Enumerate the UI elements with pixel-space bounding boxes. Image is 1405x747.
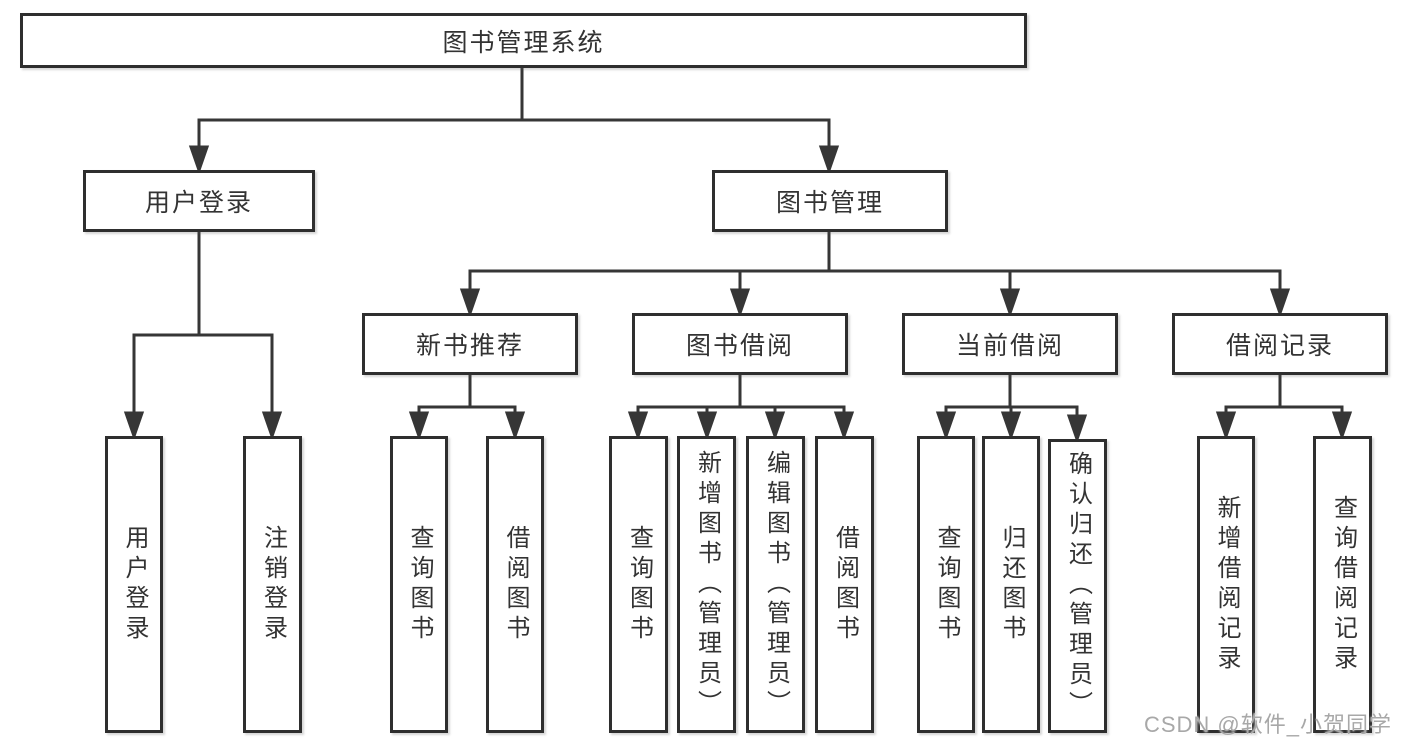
arrowhead-icon (729, 288, 751, 318)
arrowhead-icon (504, 411, 526, 441)
node-book-borrow: 图书借阅 (632, 313, 848, 375)
arrowhead-icon (935, 411, 957, 441)
connector-borrow-records-to-leaves (1215, 375, 1353, 441)
arrowhead-icon (1000, 411, 1022, 441)
node-user-login: 用户登录 (83, 170, 315, 232)
node-current-borrow: 当前借阅 (902, 313, 1118, 375)
arrowhead-icon (1269, 288, 1291, 318)
connector-book-borrow-to-leaves (627, 375, 855, 441)
node-borrow-records: 借阅记录 (1172, 313, 1388, 375)
arrowhead-icon (408, 411, 430, 441)
leaf-confirm-return-admin: 确认归还（管理员） (1048, 439, 1107, 733)
node-library-system: 图书管理系统 (20, 13, 1027, 68)
connector-user-login-to-leaves (123, 232, 283, 441)
arrowhead-icon (999, 288, 1021, 318)
arrowhead-icon (123, 411, 145, 441)
node-book-management: 图书管理 (712, 170, 948, 232)
arrowhead-icon (188, 145, 210, 175)
leaf-query-books-recommend: 查询图书 (390, 436, 448, 733)
leaf-query-books-current: 查询图书 (917, 436, 975, 733)
leaf-query-books-borrow: 查询图书 (609, 436, 668, 733)
arrowhead-icon (696, 411, 718, 441)
connector-new-book-recommend-to-leaves (408, 375, 526, 441)
csdn-watermark: CSDN @软件_小贺同学 (1143, 712, 1392, 737)
arrowhead-icon (1331, 411, 1353, 441)
node-new-book-recommend: 新书推荐 (362, 313, 578, 375)
leaf-borrow-books-recommend: 借阅图书 (486, 436, 544, 733)
arrowhead-icon (1215, 411, 1237, 441)
connector-current-borrow-to-leaves (935, 375, 1088, 444)
arrowhead-icon (833, 411, 855, 441)
arrowhead-icon (1066, 414, 1088, 444)
connector-root-to-level2 (188, 66, 840, 175)
arrowhead-icon (818, 145, 840, 175)
leaf-borrow-books-borrow: 借阅图书 (815, 436, 874, 733)
arrowhead-icon (261, 411, 283, 441)
arrowhead-icon (627, 411, 649, 441)
arrowhead-icon (459, 288, 481, 318)
leaf-add-borrow-record: 新增借阅记录 (1197, 436, 1255, 733)
leaf-return-books: 归还图书 (982, 436, 1040, 733)
connector-book-management-to-level3 (459, 232, 1291, 318)
arrowhead-icon (764, 411, 786, 441)
leaf-logout: 注销登录 (243, 436, 302, 733)
leaf-user-login: 用户登录 (105, 436, 163, 733)
leaf-query-borrow-record: 查询借阅记录 (1313, 436, 1372, 733)
leaf-edit-book-admin: 编辑图书（管理员） (746, 436, 805, 733)
leaf-add-book-admin: 新增图书（管理员） (677, 436, 736, 733)
